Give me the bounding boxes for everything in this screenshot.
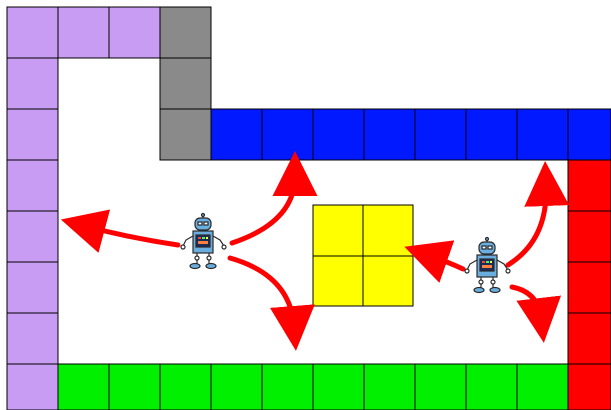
robot-right: [464, 236, 511, 294]
curved-arrow-icon: [505, 161, 570, 268]
yellow-box: [312, 204, 414, 307]
curved-arrow-icon: [404, 240, 466, 283]
robot-icon: [180, 212, 227, 270]
purple-wall: [6, 6, 161, 410]
robot-left-arrows: [60, 151, 318, 351]
red-wall: [567, 159, 611, 410]
curved-arrow-icon: [60, 209, 181, 253]
curved-arrow-icon: [229, 151, 318, 246]
robot-left: [180, 212, 227, 270]
curved-arrow-icon: [227, 255, 315, 351]
gray-wall: [159, 6, 212, 161]
curved-arrow-icon: [509, 284, 562, 343]
blue-wall: [210, 108, 611, 161]
green-wall: [57, 363, 569, 410]
robot-icon: [464, 236, 511, 294]
robot-right-arrows: [404, 161, 570, 343]
